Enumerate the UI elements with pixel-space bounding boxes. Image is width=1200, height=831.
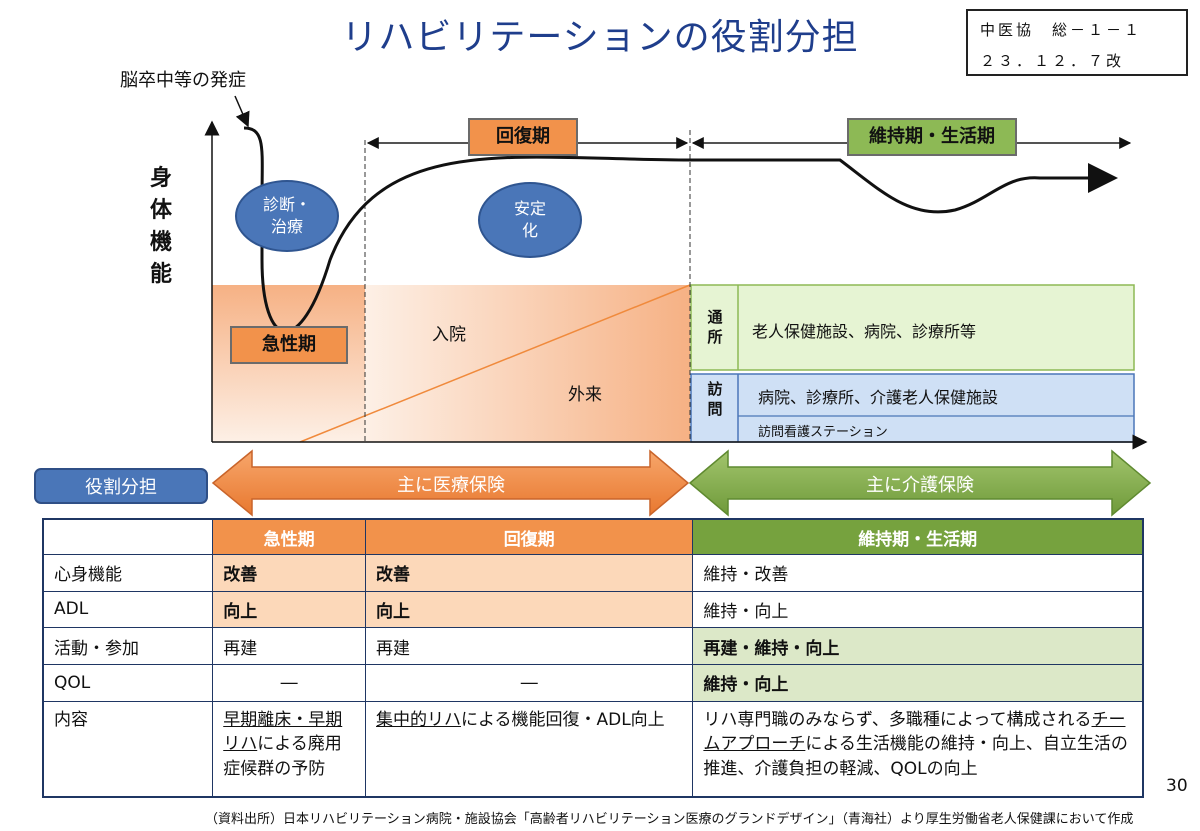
y-axis-label-2: 体	[150, 198, 173, 223]
cell-maintenance-content: リハ専門職のみならず、多職種によって構成されるチームアプローチによる生活機能の維…	[692, 700, 1144, 798]
home-visit-text: 病院、診療所、介護老人保健施設	[758, 388, 999, 407]
table-row: QOL ― ― 維持・向上	[42, 663, 1144, 702]
row-label: ADL	[42, 590, 214, 629]
maintenance-phase-tag: 維持期・生活期	[847, 118, 1017, 156]
cell-acute: 改善	[212, 554, 366, 592]
row-label: 内容	[42, 700, 214, 798]
maintenance-content-pre: リハ専門職のみならず、多職種によって構成される	[703, 709, 1092, 730]
care-insurance-arrow	[688, 449, 1152, 517]
rehab-diagram	[204, 95, 1152, 517]
cell-recovery: 改善	[364, 554, 694, 592]
table-row: 活動・参加 再建 再建 再建・維持・向上	[42, 627, 1144, 665]
role-division-label: 役割分担	[34, 468, 208, 504]
acute-underlined-2: リハ	[223, 734, 258, 755]
outpatient-label: 外来	[568, 385, 602, 405]
home-visit-station: 訪問看護ステーション	[758, 425, 888, 440]
page-title: リハビリテーションの役割分担	[341, 17, 859, 58]
y-axis-label-4: 能	[150, 262, 173, 287]
reference-line-2: ２３．１２．７改	[980, 52, 1125, 70]
table-row-content: 内容 早期離床・早期リハによる廃用症候群の予防 集中的リハによる機能回復・ADL…	[42, 700, 1144, 798]
day-service-label: 通 所	[707, 308, 723, 346]
cell-maintenance: 維持・向上	[692, 590, 1144, 629]
y-axis-label-3: 機	[150, 230, 173, 255]
cell-maintenance: 再建・維持・向上	[692, 627, 1144, 665]
home-visit-box	[690, 373, 1135, 443]
inpatient-label: 入院	[432, 325, 466, 345]
page-number: 30	[1166, 776, 1188, 796]
home-visit-label: 訪 問	[707, 380, 723, 418]
recovery-underlined: 集中的リハ	[376, 709, 461, 730]
header-acute: 急性期	[212, 518, 366, 555]
cell-recovery-content: 集中的リハによる機能回復・ADL向上	[364, 700, 694, 798]
reference-line-1: 中医協 総－１－１	[980, 21, 1143, 39]
medical-insurance-label: 主に医療保険	[397, 475, 505, 496]
acute-phase-tag: 急性期	[230, 326, 348, 364]
onset-label: 脳卒中等の発症	[120, 70, 246, 91]
onset-pointer	[234, 95, 250, 128]
table-header-row: 急性期 回復期 維持期・生活期	[42, 518, 1144, 555]
cell-maintenance: 維持・向上	[692, 663, 1144, 702]
day-service-text: 老人保健施設、病院、診療所等	[752, 322, 977, 341]
cell-acute: 再建	[212, 627, 366, 665]
row-label: 活動・参加	[42, 627, 214, 665]
acute-underlined-1: 早期離床・早期	[223, 709, 343, 730]
maintenance-underlined: チームアプローチ	[703, 709, 1126, 755]
cell-acute: ―	[212, 663, 366, 702]
recovery-content-rest: による機能回復・ADL向上	[461, 709, 665, 730]
day-service-box	[690, 284, 1135, 371]
diagnosis-ellipse: 診断・ 治療	[235, 180, 339, 252]
recovery-phase-tag: 回復期	[468, 118, 578, 156]
cell-acute-content: 早期離床・早期リハによる廃用症候群の予防	[212, 700, 366, 798]
cell-recovery: 向上	[364, 590, 694, 629]
maintenance-content-rest: による生活機能の維持・向上、自立生活の推進、介護負担の軽減、QOLの向上	[703, 734, 1128, 779]
medical-insurance-arrow	[211, 449, 690, 517]
y-axis-label-1: 身	[150, 166, 173, 191]
role-table: 急性期 回復期 維持期・生活期 心身機能 改善 改善 維持・改善 ADL 向上 …	[42, 518, 1144, 798]
acute-content-rest: による廃用症候群の予防	[223, 734, 342, 779]
reference-box: 中医協 総－１－１ ２３．１２．７改	[966, 9, 1188, 76]
recovery-zone	[365, 285, 690, 442]
table-row: 心身機能 改善 改善 維持・改善	[42, 554, 1144, 592]
source-note: （資料出所）日本リハビリテーション病院・施設協会「高齢者リハビリテーション医療の…	[205, 812, 1134, 827]
care-insurance-label: 主に介護保険	[866, 475, 974, 496]
cell-recovery: 再建	[364, 627, 694, 665]
table-row: ADL 向上 向上 維持・向上	[42, 590, 1144, 629]
cell-maintenance: 維持・改善	[692, 554, 1144, 592]
function-curve	[243, 126, 1118, 333]
header-recovery: 回復期	[364, 518, 694, 555]
row-label: QOL	[42, 663, 214, 702]
header-blank	[42, 518, 214, 555]
cell-acute: 向上	[212, 590, 366, 629]
stabilization-ellipse: 安定 化	[478, 182, 582, 258]
row-label: 心身機能	[42, 554, 214, 592]
cell-recovery: ―	[364, 663, 694, 702]
header-maintenance: 維持期・生活期	[692, 518, 1144, 555]
